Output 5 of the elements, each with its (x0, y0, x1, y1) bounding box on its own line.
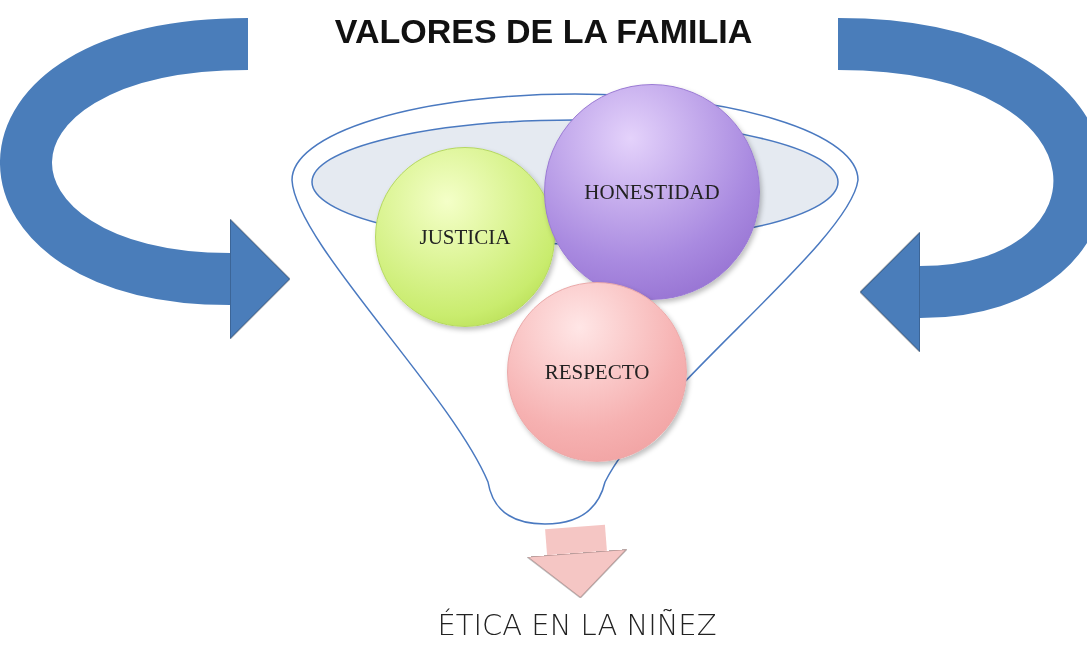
title: VALORES DE LA FAMILIA (333, 12, 754, 51)
curved-arrow (836, 18, 1087, 353)
curved-arrow (0, 18, 291, 340)
result-label: ÉTICA EN LA NIÑEZ (377, 608, 777, 642)
down-arrow (526, 524, 628, 599)
